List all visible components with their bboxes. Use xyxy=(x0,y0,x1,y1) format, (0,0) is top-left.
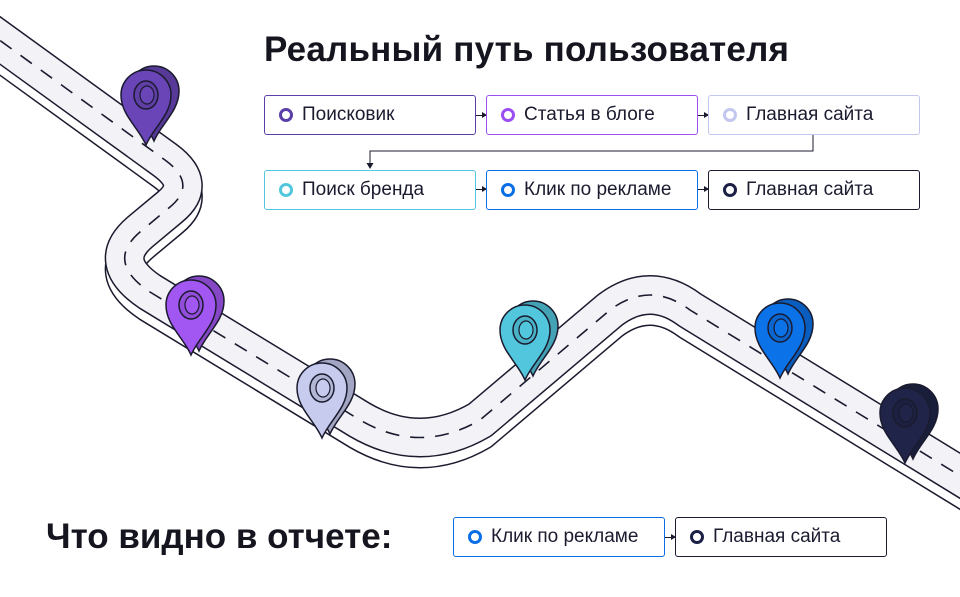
report-step-homepage: Главная сайта xyxy=(675,517,887,557)
page-title: Реальный путь пользователя xyxy=(264,30,790,69)
return-arrow-icon xyxy=(366,135,814,169)
step-dot-icon xyxy=(501,183,515,197)
step-label: Поисковик xyxy=(302,104,395,125)
arrow-right-icon xyxy=(698,186,709,192)
step-dot-icon xyxy=(468,530,482,544)
step-dot-icon xyxy=(501,108,515,122)
step-dot-icon xyxy=(279,183,293,197)
arrow-right-icon xyxy=(476,112,487,118)
step-dot-icon xyxy=(279,108,293,122)
journey-step-homepage-final: Главная сайта xyxy=(708,170,920,210)
location-pin-icon xyxy=(499,300,559,382)
pin-hole-inner xyxy=(184,295,200,315)
step-label: Поиск бренда xyxy=(302,179,425,200)
arrow-right-icon xyxy=(665,534,676,540)
pin-hole-inner xyxy=(898,403,914,423)
journey-step-ad-click: Клик по рекламе xyxy=(486,170,698,210)
report-step-ad-click: Клик по рекламе xyxy=(453,517,665,557)
road-surface xyxy=(0,17,960,498)
arrow-right-icon xyxy=(476,186,487,192)
step-dot-icon xyxy=(690,530,704,544)
pin-hole-inner xyxy=(315,378,331,398)
step-label: Статья в блоге xyxy=(524,104,655,125)
location-pin-icon xyxy=(754,298,814,380)
pin-hole-inner xyxy=(518,320,534,340)
journey-step-homepage: Главная сайта xyxy=(708,95,920,135)
step-label: Главная сайта xyxy=(746,179,874,200)
road xyxy=(0,15,960,511)
journey-step-brand-search: Поиск бренда xyxy=(264,170,476,210)
pin-hole-inner xyxy=(139,85,155,105)
arrow-right-icon xyxy=(698,112,709,118)
journey-step-search-engine: Поисковик xyxy=(264,95,476,135)
location-pin-icon xyxy=(879,383,939,465)
location-pin-icon xyxy=(296,358,356,440)
step-label: Главная сайта xyxy=(746,104,874,125)
pins-group xyxy=(120,65,939,465)
step-dot-icon xyxy=(723,108,737,122)
step-label: Клик по рекламе xyxy=(491,526,639,547)
journey-step-blog-article: Статья в блоге xyxy=(486,95,698,135)
step-dot-icon xyxy=(723,183,737,197)
location-pin-icon xyxy=(165,275,225,357)
step-label: Главная сайта xyxy=(713,526,841,547)
location-pin-icon xyxy=(120,65,180,147)
pin-hole-inner xyxy=(773,318,789,338)
report-title: Что видно в отчете: xyxy=(46,517,393,556)
step-label: Клик по рекламе xyxy=(524,179,672,200)
